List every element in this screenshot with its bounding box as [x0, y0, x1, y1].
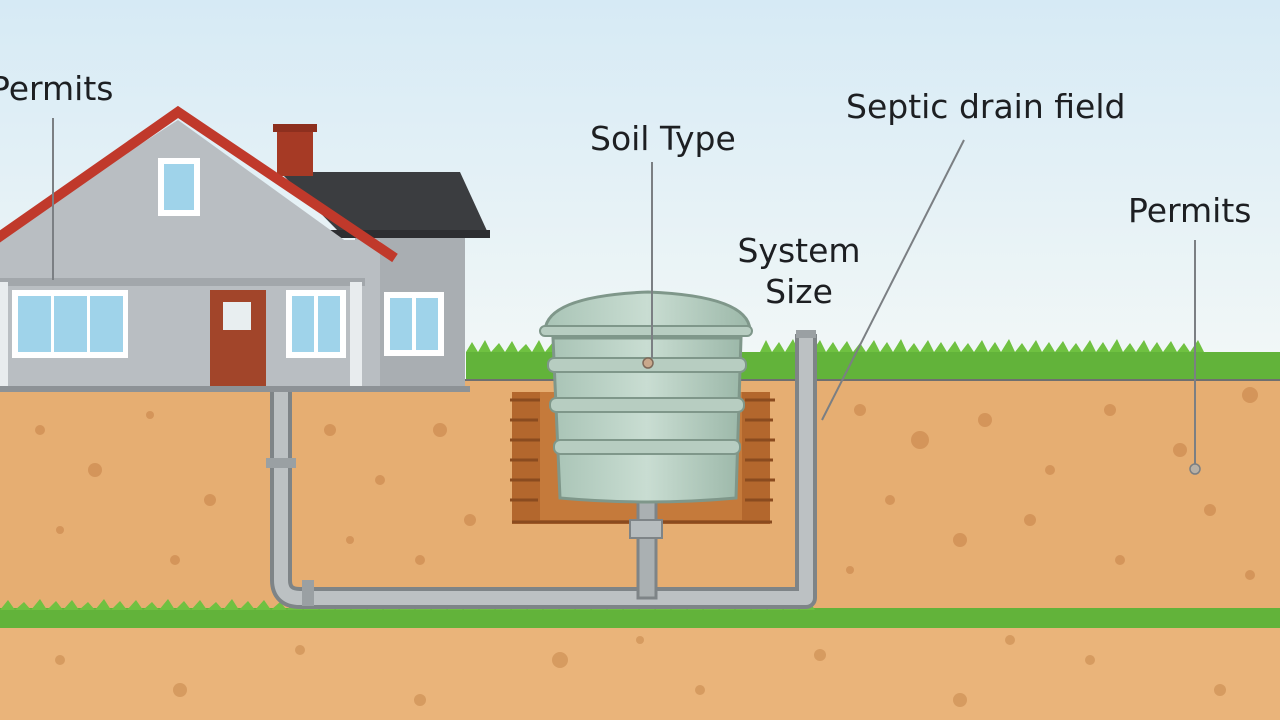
- septic-tank: [539, 290, 753, 504]
- house: [0, 105, 490, 392]
- soil-specks: [35, 387, 1258, 580]
- label-system-size-line1: System: [737, 231, 861, 270]
- label-soil-type: Soil Type: [590, 119, 736, 158]
- leader-lines: [52, 118, 1196, 466]
- chimney: [277, 128, 313, 176]
- marker-permits-right: [1189, 463, 1201, 475]
- leader-septic-drain-field: [821, 139, 965, 421]
- label-system-size-line2: Size: [765, 272, 833, 312]
- tank-outlet-pipe: [636, 494, 658, 600]
- lower-grass-strip: [0, 599, 1280, 628]
- label-permits-right: Permits: [1128, 191, 1252, 230]
- label-septic-drain-field: Septic drain field: [846, 87, 1126, 126]
- drain-pipes: [266, 330, 817, 609]
- label-permits-left: Permits: [0, 69, 114, 108]
- label-system-size: System Size: [734, 230, 864, 313]
